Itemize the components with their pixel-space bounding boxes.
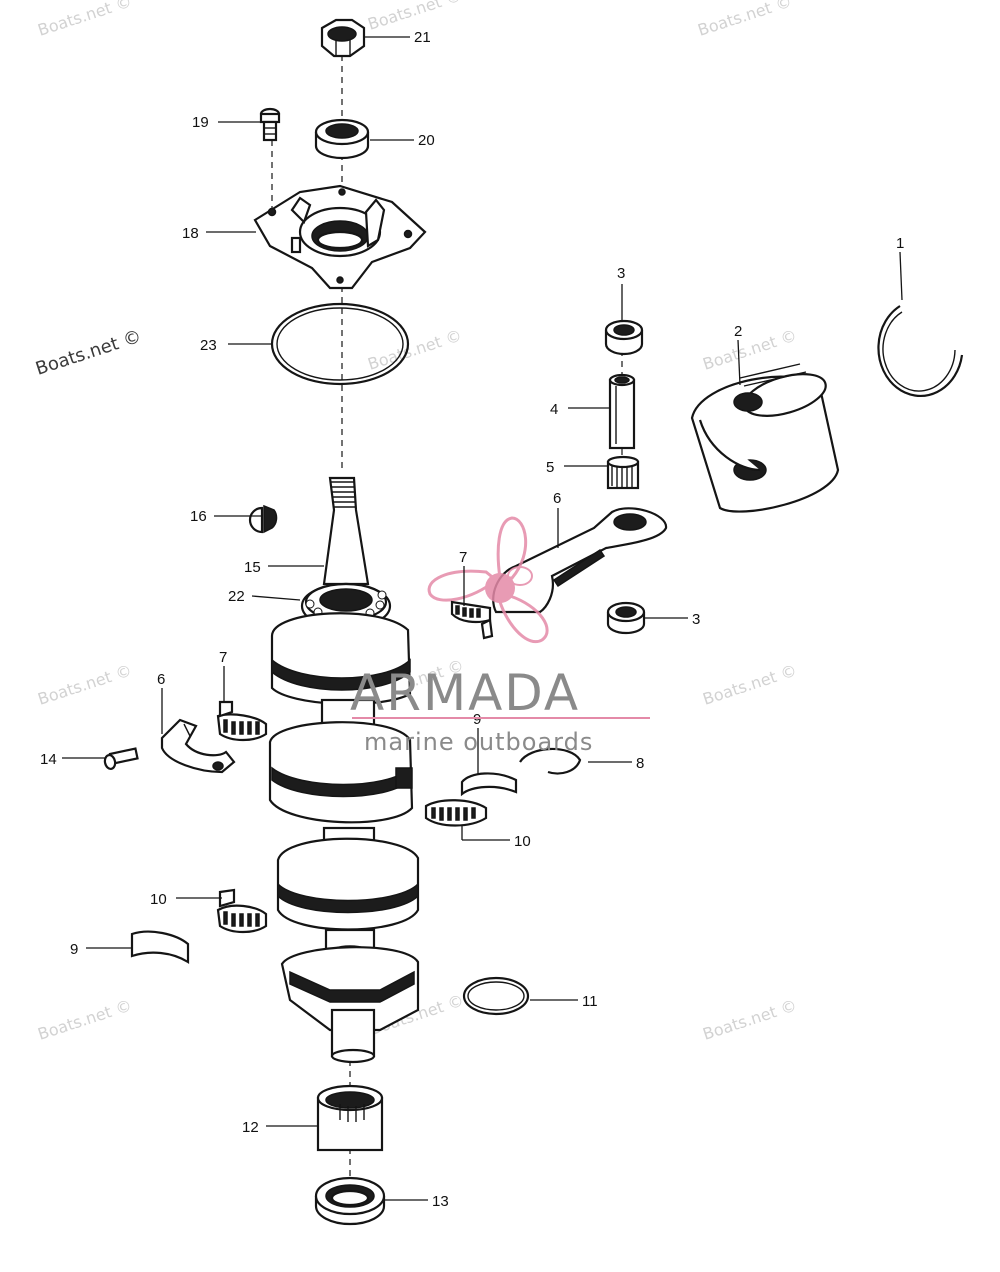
callout-13: 13 — [432, 1193, 449, 1210]
callout-2: 2 — [734, 323, 742, 340]
callout-9-right: 9 — [473, 711, 481, 728]
callout-3-top: 3 — [617, 265, 625, 282]
part-bearing-housing — [253, 184, 427, 290]
part-piston-pin — [608, 373, 636, 450]
part-screw — [259, 107, 281, 142]
callout-23: 23 — [200, 337, 217, 354]
watermark-text: Boats.net © — [700, 661, 799, 709]
callout-1: 1 — [896, 235, 904, 252]
callout-11: 11 — [582, 993, 598, 1010]
part-key — [248, 504, 278, 534]
part-rod-cap — [160, 718, 236, 774]
part-needle-cage-lower — [216, 888, 268, 934]
part-ring — [462, 976, 530, 1016]
callout-21: 21 — [414, 29, 431, 46]
watermark-text: Boats.net © — [700, 326, 799, 374]
watermark-text: Boats.net © — [695, 0, 794, 40]
callout-19: 19 — [192, 114, 209, 131]
watermark-text: Boats.net © — [35, 661, 134, 709]
callout-7-left: 7 — [219, 649, 227, 666]
part-cap-screw — [103, 747, 139, 771]
brand-tagline: marine outboards — [364, 728, 593, 756]
part-needle-cage-left — [216, 700, 268, 742]
leader-lines — [62, 36, 903, 1201]
watermark-text: Boats.net © — [35, 996, 134, 1044]
callout-4: 4 — [550, 401, 558, 418]
callout-5: 5 — [546, 459, 554, 476]
part-piston-ring — [877, 305, 964, 398]
part-needle-bearing — [606, 455, 640, 490]
part-bearing-half-left — [130, 930, 190, 964]
callout-8: 8 — [636, 755, 644, 772]
callout-20: 20 — [418, 132, 435, 149]
watermark-text: Boats.net © — [35, 0, 134, 40]
callout-10-left: 10 — [150, 891, 167, 908]
callout-3-bottom: 3 — [692, 611, 700, 628]
part-needle-cage-right — [450, 600, 494, 640]
part-crankshaft — [268, 476, 420, 1064]
brand-name: ARMADA — [350, 664, 580, 722]
callout-16: 16 — [190, 508, 207, 525]
part-connecting-rod — [492, 507, 668, 614]
callout-12: 12 — [242, 1119, 259, 1136]
part-lower-seal — [314, 1176, 386, 1226]
part-nut — [320, 18, 366, 58]
watermark-text: Boats.net © — [700, 996, 799, 1044]
part-piston — [690, 363, 840, 513]
watermark-text: Boats.net © — [365, 326, 464, 374]
callout-10-right: 10 — [514, 833, 531, 850]
part-needle-cage-middle — [424, 799, 488, 827]
part-retaining-ring — [519, 747, 582, 775]
callout-15: 15 — [244, 559, 261, 576]
watermark-text: Boats.net © — [33, 326, 144, 380]
callout-18: 18 — [182, 225, 199, 242]
callouts: 21 20 19 18 23 16 15 22 1 2 3 4 5 6 3 7 … — [40, 29, 904, 1210]
callout-9-left: 9 — [70, 941, 78, 958]
callout-6-right: 6 — [553, 490, 561, 507]
armada-logo-icon — [427, 516, 549, 644]
callout-22: 22 — [228, 588, 245, 605]
part-bearing-half-right — [460, 772, 518, 797]
part-o-ring — [270, 302, 410, 386]
part-bearing-cup-top — [604, 319, 644, 356]
callout-6-left: 6 — [157, 671, 165, 688]
callout-14: 14 — [40, 751, 57, 768]
armada-brand: ARMADA marine outboards — [350, 664, 650, 756]
part-bearing-cup-bottom — [606, 601, 646, 635]
part-roller-bearing — [316, 1084, 384, 1152]
part-seal — [314, 118, 370, 160]
callout-7-right: 7 — [459, 549, 467, 566]
